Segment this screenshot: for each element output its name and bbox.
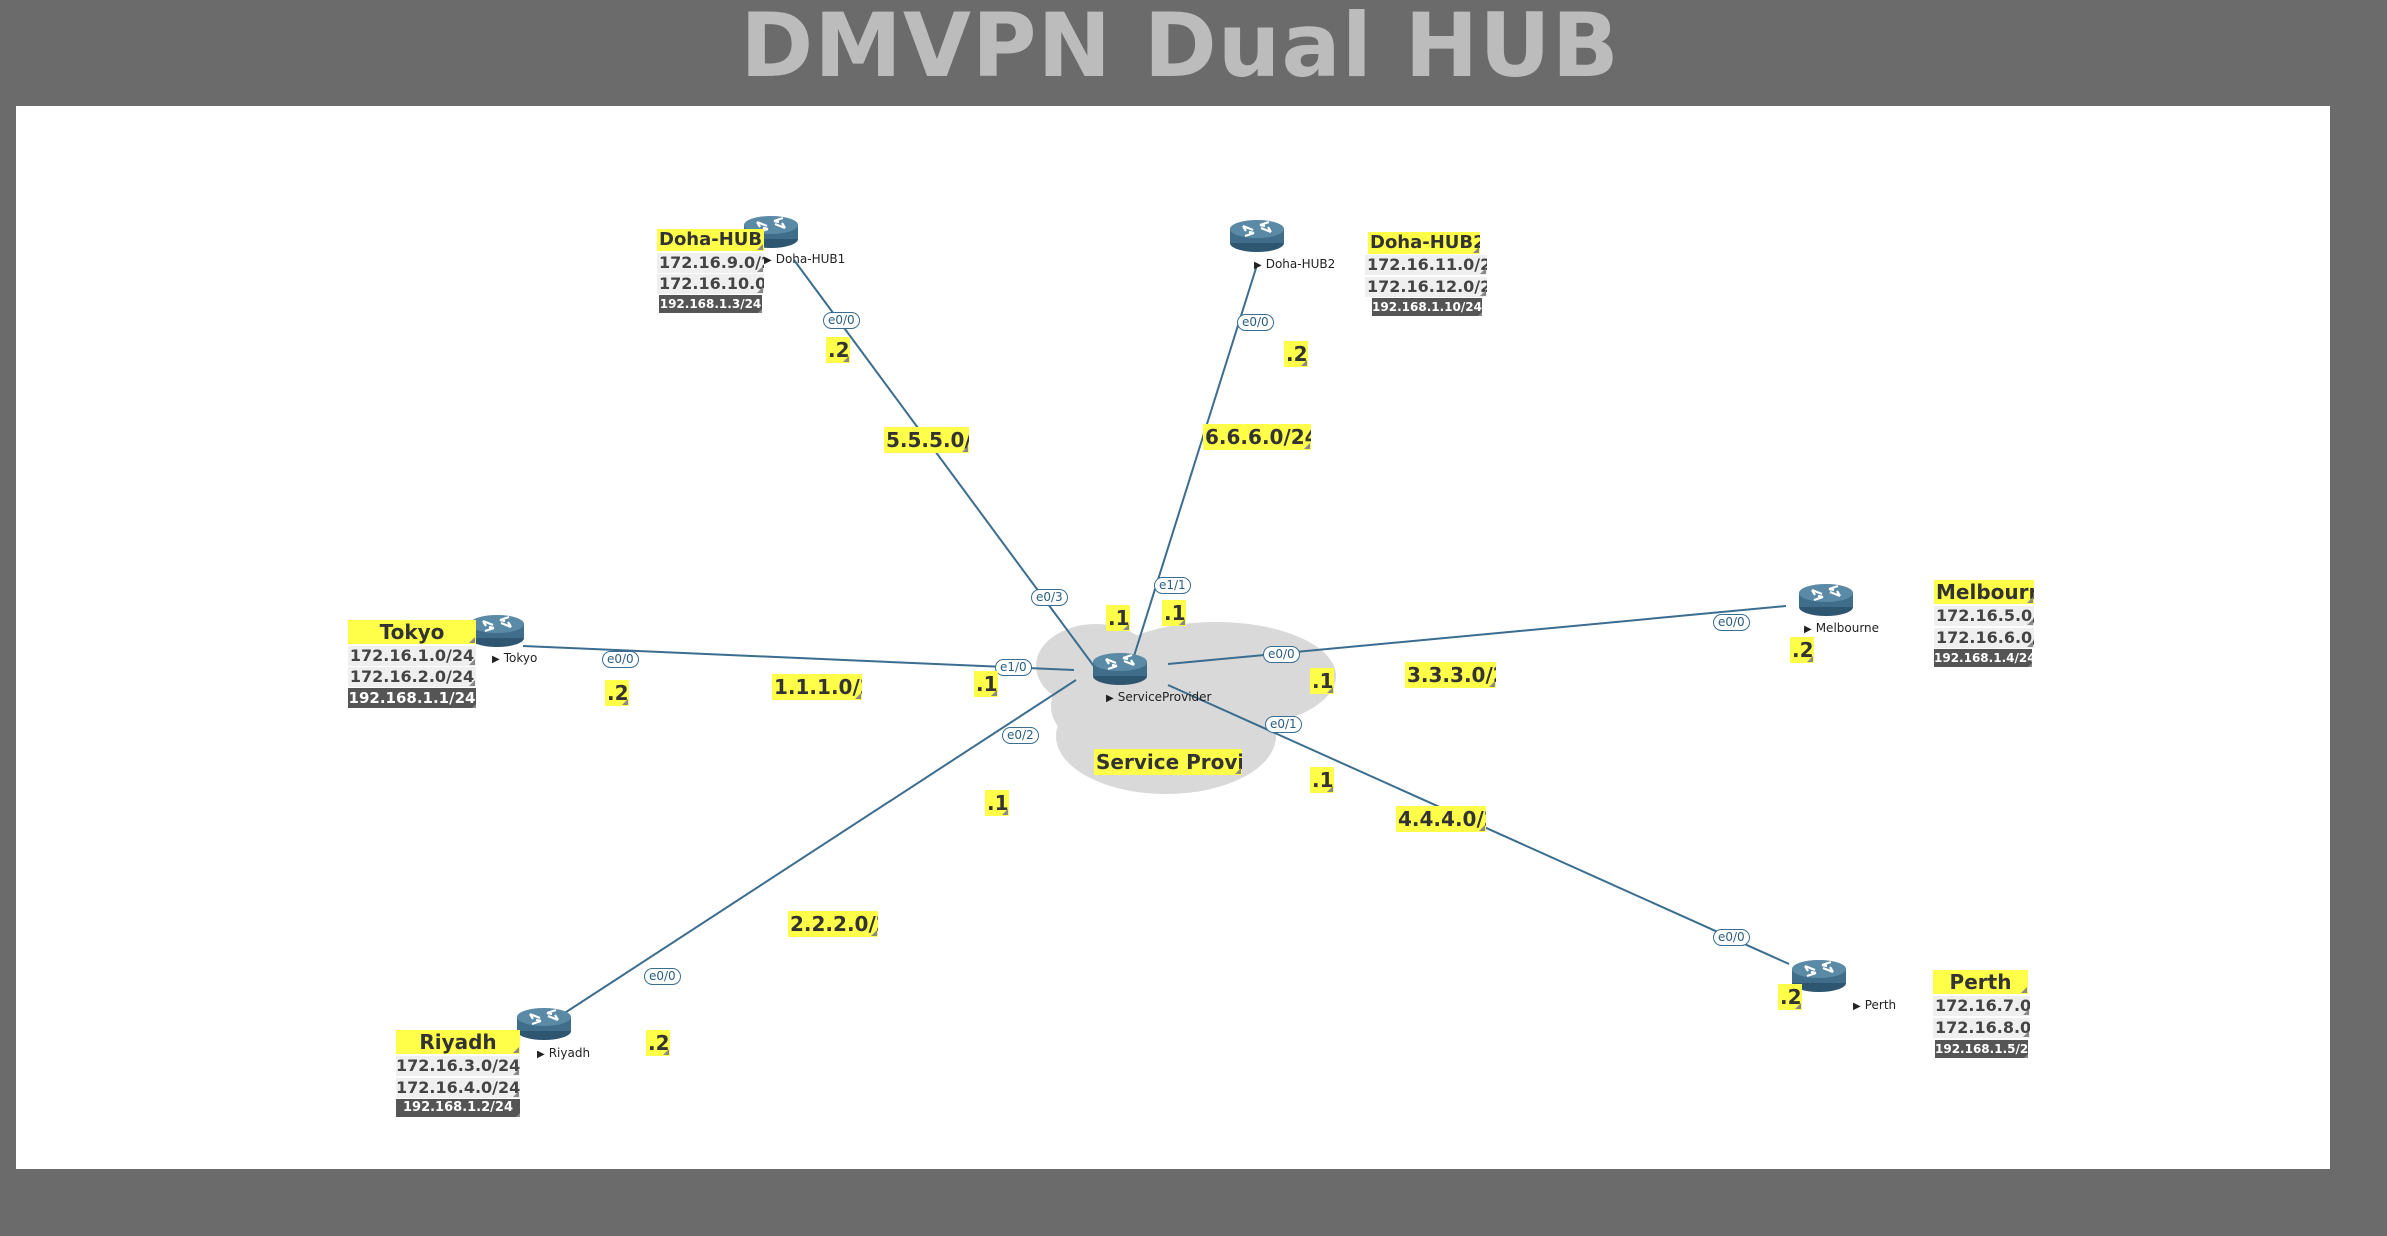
cloud-label: Service Provider (1094, 749, 1242, 775)
node-label-melbourne[interactable]: Melbourne (1804, 621, 1879, 635)
subnet-label: 172.16.10.0/24 (657, 274, 764, 294)
host-address-label: .1 (1310, 668, 1334, 694)
host-address-label: .1 (974, 671, 998, 697)
topology-canvas: Doha-HUB1 Doha-HUB2 Tokyo Melbourne Riya… (16, 106, 2330, 1169)
site-name-perth: Perth (1933, 970, 2028, 994)
site-name-riyadh: Riyadh (396, 1030, 520, 1054)
network-label: 3.3.3.0/24 (1405, 662, 1496, 688)
network-label: 2.2.2.0/24 (788, 911, 878, 937)
node-label-perth[interactable]: Perth (1853, 998, 1896, 1012)
network-label: 5.5.5.0/24 (884, 427, 969, 453)
host-address-label: .2 (1778, 984, 1802, 1010)
router-icon[interactable] (1228, 218, 1286, 254)
link-riyadh-sp[interactable] (559, 679, 1077, 1017)
router-icon[interactable] (1797, 582, 1855, 618)
host-address-label: .1 (1106, 605, 1130, 631)
host-address-label: .2 (826, 337, 850, 363)
site-name-doha-hub1: Doha-HUB1 (657, 229, 764, 251)
subnet-label: 172.16.6.0/24 (1934, 628, 2034, 648)
mgmt-address-label: 192.168.1.3/24 (659, 295, 762, 313)
subnet-label: 172.16.3.0/24 (396, 1056, 520, 1076)
subnet-label: 172.16.5.0/24 (1934, 606, 2034, 626)
diagram-title: DMVPN Dual HUB (740, 0, 1620, 97)
host-address-label: .1 (985, 790, 1009, 816)
node-label-doha-hub1[interactable]: Doha-HUB1 (764, 252, 846, 266)
interface-label: e0/0 (1263, 646, 1300, 663)
host-address-label: .1 (1162, 600, 1186, 626)
interface-label: e0/2 (1002, 727, 1039, 744)
interface-label: e0/0 (1713, 614, 1750, 631)
subnet-label: 172.16.7.0/24 (1933, 996, 2030, 1016)
site-name-doha-hub2: Doha-HUB2 (1368, 232, 1480, 254)
subnet-label: 172.16.2.0/24 (348, 667, 476, 687)
node-label-service-provider[interactable]: ServiceProvider (1106, 690, 1212, 704)
mgmt-address-label: 192.168.1.4/24 (1934, 649, 2032, 667)
network-label: 4.4.4.0/24 (1396, 806, 1486, 832)
mgmt-address-label: 192.168.1.1/24 (348, 688, 476, 708)
host-address-label: .1 (1310, 767, 1334, 793)
interface-label: e1/1 (1154, 577, 1191, 594)
interface-label: e0/0 (1237, 314, 1274, 331)
interface-label: e0/3 (1031, 589, 1068, 606)
node-label-tokyo[interactable]: Tokyo (492, 651, 538, 665)
interface-label: e0/1 (1265, 716, 1302, 733)
interface-label: e0/0 (602, 651, 639, 668)
mgmt-address-label: 192.168.1.2/24 (396, 1099, 520, 1117)
mgmt-address-label: 192.168.1.10/24 (1372, 298, 1482, 316)
router-icon[interactable] (515, 1006, 573, 1042)
subnet-label: 172.16.1.0/24 (348, 646, 476, 666)
interface-label: e0/0 (823, 312, 860, 329)
host-address-label: .2 (1284, 341, 1308, 367)
host-address-label: .2 (605, 680, 629, 706)
subnet-label: 172.16.11.0/24 (1365, 255, 1487, 275)
mgmt-address-label: 192.168.1.5/24 (1935, 1040, 2028, 1058)
subnet-label: 172.16.12.0/24 (1365, 277, 1487, 297)
node-label-doha-hub2[interactable]: Doha-HUB2 (1254, 257, 1336, 271)
link-tokyo-sp[interactable] (522, 645, 1075, 671)
subnet-label: 172.16.9.0/24 (657, 253, 764, 273)
site-name-tokyo: Tokyo (348, 620, 476, 644)
link-hub2-sp[interactable] (1133, 264, 1258, 657)
router-icon[interactable] (468, 613, 526, 649)
host-address-label: .2 (646, 1030, 670, 1056)
host-address-label: .2 (1790, 637, 1814, 663)
node-label-riyadh[interactable]: Riyadh (537, 1046, 590, 1060)
interface-label: e0/0 (644, 968, 681, 985)
network-label: 1.1.1.0/24 (772, 674, 862, 700)
router-icon[interactable] (1091, 651, 1149, 687)
subnet-label: 172.16.4.0/24 (396, 1078, 520, 1098)
site-name-melbourne: Melbourne (1934, 580, 2034, 604)
network-label: 6.6.6.0/24 (1203, 424, 1311, 450)
subnet-label: 172.16.8.0/24 (1933, 1018, 2030, 1038)
interface-label: e0/0 (1713, 929, 1750, 946)
interface-label: e1/0 (995, 659, 1032, 676)
